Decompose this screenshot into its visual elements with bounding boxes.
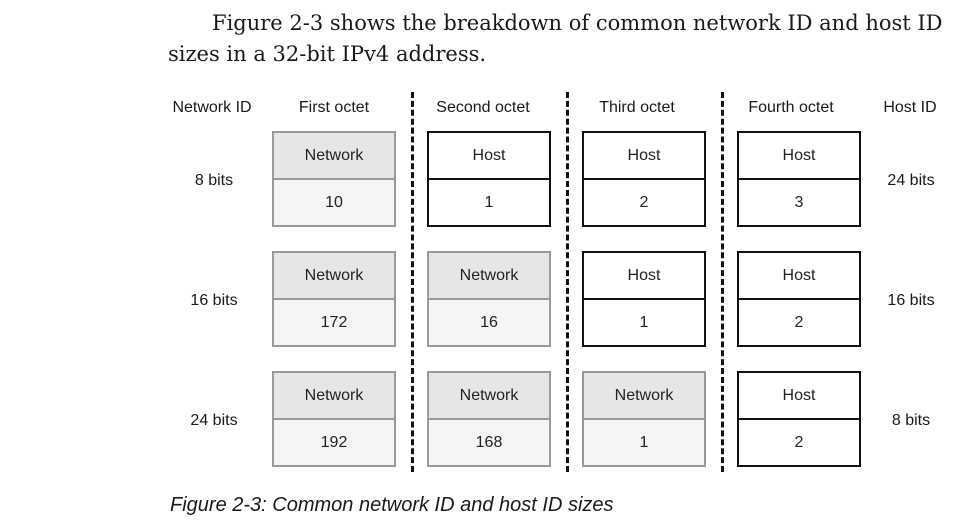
octet-type: Network	[274, 253, 394, 300]
octet-value: 2	[584, 180, 704, 225]
header-host-id: Host ID	[883, 99, 937, 116]
octet-value: 10	[274, 180, 394, 225]
octet-type: Host	[584, 133, 704, 180]
network-bits-label-row-3: 24 bits	[190, 412, 238, 429]
octet-divider-3	[721, 92, 724, 472]
figure-caption: Figure 2-3: Common network ID and host I…	[170, 494, 614, 516]
octet-type: Host	[429, 133, 549, 180]
octet-box-row-3-first: Network 192	[272, 371, 396, 467]
header-third-octet: Third octet	[599, 99, 675, 116]
header-second-octet: Second octet	[436, 99, 530, 116]
octet-type: Host	[584, 253, 704, 300]
intro-paragraph: Figure 2-3 shows the breakdown of common…	[168, 11, 943, 66]
octet-divider-1	[411, 92, 414, 472]
octet-box-row-2-fourth: Host 2	[737, 251, 861, 347]
octet-type: Network	[429, 253, 549, 300]
octet-type: Host	[739, 253, 859, 300]
octet-type: Network	[429, 373, 549, 420]
octet-type: Host	[739, 373, 859, 420]
header-first-octet: First octet	[298, 99, 370, 116]
octet-box-row-1-first: Network 10	[272, 131, 396, 227]
octet-divider-2	[566, 92, 569, 472]
octet-value: 1	[584, 300, 704, 345]
octet-box-row-3-fourth: Host 2	[737, 371, 861, 467]
octet-box-row-1-third: Host 2	[582, 131, 706, 227]
octet-type: Network	[274, 133, 394, 180]
octet-box-row-2-second: Network 16	[427, 251, 551, 347]
octet-value: 1	[429, 180, 549, 225]
network-bits-label-row-1: 8 bits	[194, 172, 234, 189]
header-fourth-octet: Fourth octet	[748, 99, 834, 116]
octet-value: 3	[739, 180, 859, 225]
octet-value: 172	[274, 300, 394, 345]
octet-value: 192	[274, 420, 394, 465]
octet-value: 2	[739, 300, 859, 345]
octet-box-row-1-fourth: Host 3	[737, 131, 861, 227]
octet-box-row-2-third: Host 1	[582, 251, 706, 347]
octet-box-row-3-third: Network 1	[582, 371, 706, 467]
octet-type: Host	[739, 133, 859, 180]
header-network-id: Network ID	[172, 99, 252, 116]
octet-value: 16	[429, 300, 549, 345]
network-bits-label-row-2: 16 bits	[190, 292, 238, 309]
host-bits-label-row-1: 24 bits	[887, 172, 935, 189]
host-bits-label-row-2: 16 bits	[887, 292, 935, 309]
octet-box-row-3-second: Network 168	[427, 371, 551, 467]
octet-value: 2	[739, 420, 859, 465]
octet-box-row-2-first: Network 172	[272, 251, 396, 347]
host-bits-label-row-3: 8 bits	[891, 412, 931, 429]
octet-type: Network	[274, 373, 394, 420]
octet-value: 1	[584, 420, 704, 465]
octet-value: 168	[429, 420, 549, 465]
octet-box-row-1-second: Host 1	[427, 131, 551, 227]
octet-type: Network	[584, 373, 704, 420]
